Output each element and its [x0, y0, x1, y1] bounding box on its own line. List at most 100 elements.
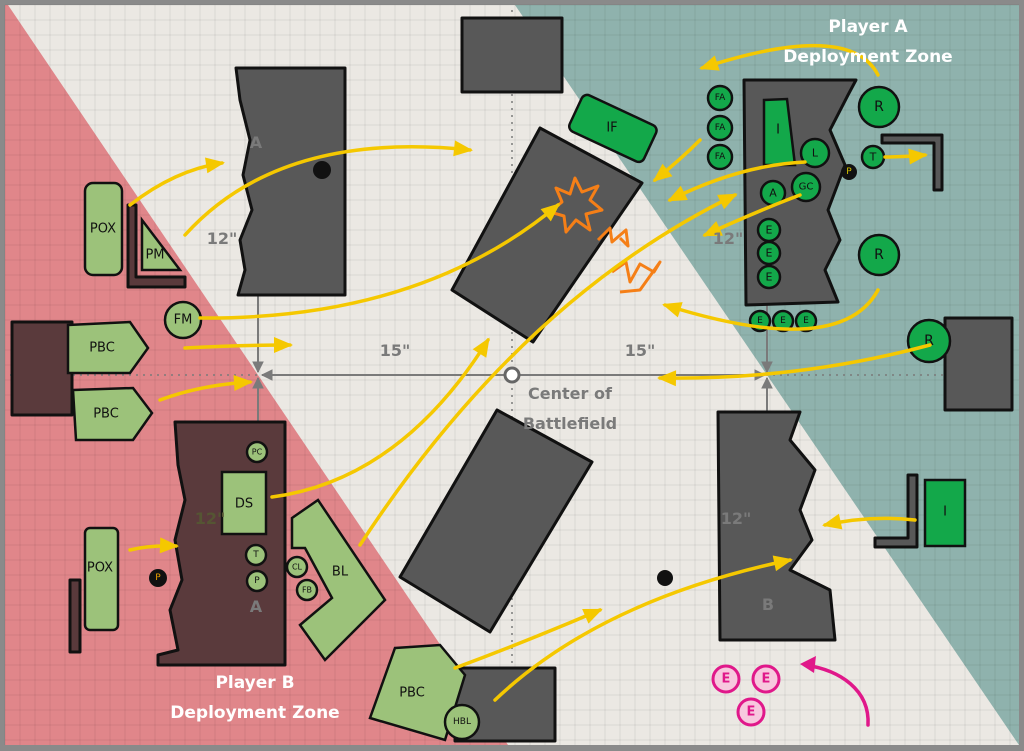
unit-fa1[interactable]: [706, 84, 734, 112]
unit-label: FM: [174, 313, 193, 328]
arrow-head-icon: [667, 185, 688, 202]
unit-label: FB: [302, 586, 312, 595]
unit-label: E: [766, 224, 773, 237]
unit-bl[interactable]: [290, 498, 387, 662]
unit-cl[interactable]: [285, 555, 309, 579]
unit-label: E: [747, 705, 756, 720]
unit-label: T: [252, 550, 259, 560]
unit-e2[interactable]: [756, 240, 782, 266]
arrow-head-icon: [453, 140, 473, 157]
unit-ds[interactable]: [220, 470, 268, 536]
wall-left-bottom: [68, 578, 82, 654]
unit-label: T: [869, 151, 877, 164]
unit-fm[interactable]: [163, 300, 203, 340]
arrow-head-icon: [662, 302, 683, 318]
central-building-bottom: [398, 408, 594, 634]
arrow-head-icon: [582, 608, 603, 624]
central-building-top: [450, 126, 644, 344]
objective-label: B: [762, 595, 774, 614]
unit-e3[interactable]: [756, 264, 782, 290]
unit-label: CL: [292, 563, 303, 572]
unit-label: E: [757, 316, 763, 326]
unit-label: BL: [332, 565, 349, 580]
unit-label: PBC: [399, 686, 425, 701]
unit-pox[interactable]: [83, 526, 120, 632]
unit-label: R: [874, 247, 884, 263]
unit-e6[interactable]: [794, 309, 818, 333]
unit-i-right[interactable]: [923, 478, 967, 548]
unit-label: E: [762, 672, 771, 687]
movement-arrow: [183, 145, 472, 237]
arrow-head-icon: [159, 537, 179, 554]
unit-label: PM: [145, 248, 164, 263]
unit-r1[interactable]: [857, 85, 901, 129]
terrain-right: [943, 316, 1014, 412]
unit-hbl[interactable]: [443, 703, 481, 741]
player-a-zone-label: Deployment Zone: [783, 47, 952, 67]
unit-label: E: [803, 316, 809, 326]
arrow-head-icon: [657, 370, 677, 387]
unit-label: E: [722, 672, 731, 687]
unit-label: L: [812, 147, 819, 160]
unit-label: FA: [715, 93, 726, 103]
arrow-head-icon: [652, 163, 673, 182]
movement-arrows: [128, 43, 932, 702]
unit-if[interactable]: [567, 93, 658, 164]
objective-marker: [313, 161, 331, 179]
unit-label: IF: [606, 121, 617, 136]
explosion-icon: [548, 176, 662, 294]
unit-fa3[interactable]: [706, 143, 734, 171]
movement-arrow: [493, 558, 792, 702]
unit-label: E: [780, 316, 786, 326]
unit-label: P: [846, 167, 852, 177]
reserve-unit-e[interactable]: [711, 664, 741, 694]
unit-label: R: [874, 99, 884, 115]
unit-label: HBL: [453, 717, 471, 727]
unit-pbc[interactable]: [71, 386, 154, 442]
center-marker: [503, 366, 521, 384]
arrow-head-icon: [472, 337, 490, 358]
center-label: Center of: [528, 384, 613, 403]
reserve-arrow: [803, 663, 870, 727]
unit-p[interactable]: [841, 164, 857, 180]
movement-arrow: [198, 203, 560, 320]
unit-r3[interactable]: [906, 318, 952, 364]
unit-label: A: [769, 187, 777, 200]
reserve-unit-e[interactable]: [751, 664, 781, 694]
unit-pc[interactable]: [245, 440, 269, 464]
unit-p[interactable]: [245, 569, 269, 593]
movement-arrow: [270, 338, 490, 499]
unit-t[interactable]: [244, 543, 268, 567]
distance-label: 12": [713, 229, 744, 248]
wall-right-bottom: [873, 473, 919, 549]
arrow-head-icon: [822, 513, 843, 530]
unit-label: E: [766, 247, 773, 260]
wall-right-top: [880, 133, 944, 192]
unit-fa2[interactable]: [706, 114, 734, 142]
reserve-unit-e[interactable]: [736, 697, 766, 727]
distance-label: 15": [380, 341, 411, 360]
player-b-units: POX PM FM PBC PBC DS BL POX P PBC PCTPCL…: [66, 181, 481, 742]
unit-fb[interactable]: [295, 578, 319, 602]
unit-pm[interactable]: [140, 216, 183, 272]
unit-label: I: [776, 123, 780, 138]
unit-pbc[interactable]: [66, 320, 150, 375]
player-b-zone-label: Deployment Zone: [170, 703, 339, 723]
arrow-head-icon: [702, 221, 723, 237]
unit-i[interactable]: [762, 97, 797, 167]
objective-label: A: [250, 133, 263, 152]
objective-marker: [657, 570, 673, 586]
objective-label: A: [250, 597, 263, 616]
unit-e5[interactable]: [771, 309, 795, 333]
unit-p-marker[interactable]: [149, 569, 167, 587]
arrow-head-icon: [274, 337, 293, 353]
unit-l[interactable]: [799, 137, 831, 169]
distance-label: 15": [625, 341, 656, 360]
unit-label: PBC: [93, 407, 119, 422]
ruin-top-left: [234, 66, 347, 297]
unit-pox[interactable]: [83, 181, 124, 277]
ruin-bottom-right: [716, 410, 837, 642]
unit-r2[interactable]: [857, 233, 901, 277]
